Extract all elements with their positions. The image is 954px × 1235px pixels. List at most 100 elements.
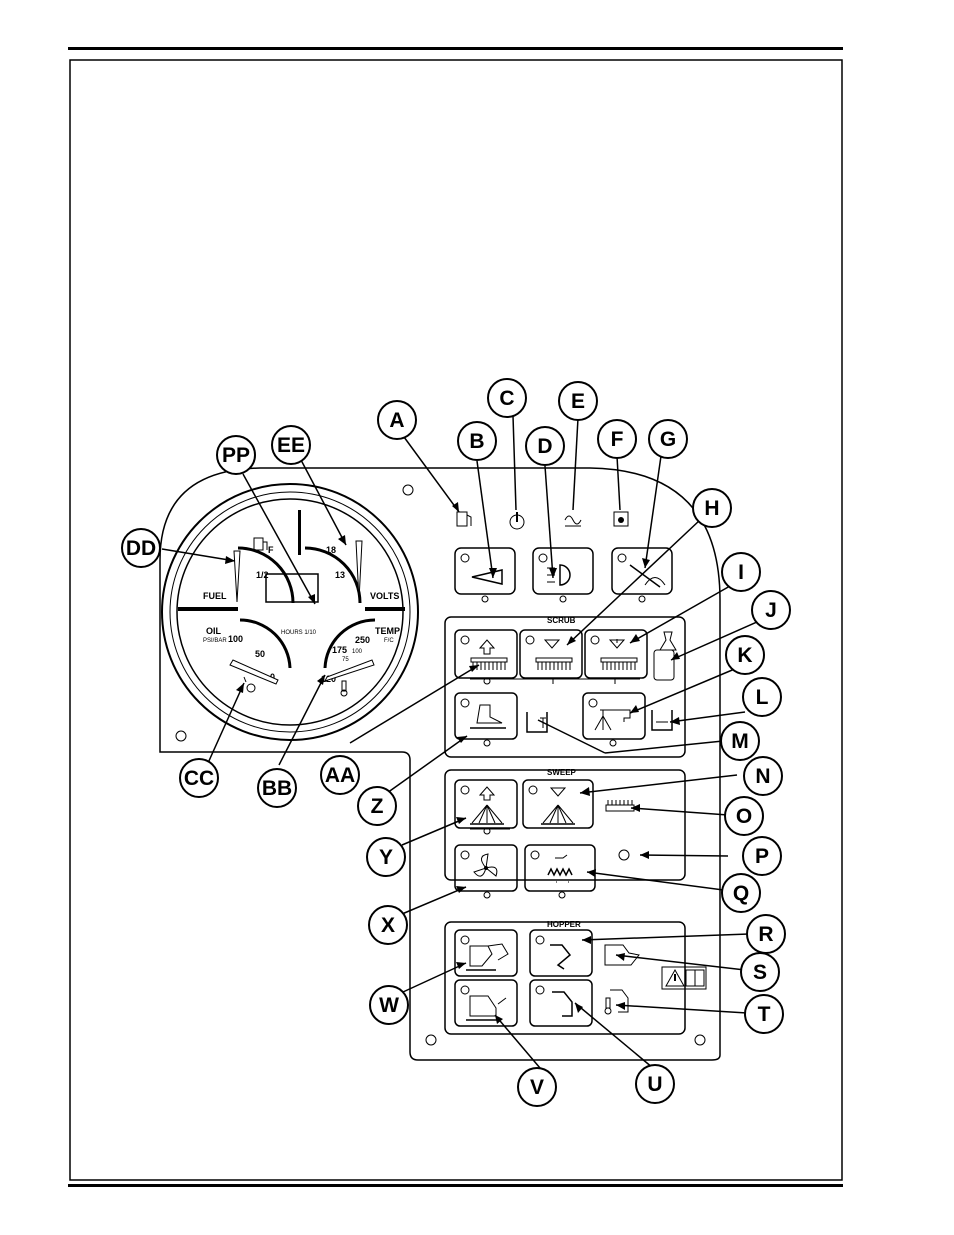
callout-i: I bbox=[722, 553, 760, 591]
callout-label: R bbox=[758, 923, 773, 946]
gauge-cluster: HOURS 1/10 F 1/2 FUEL 18 13 VOLTS OIL PS… bbox=[162, 484, 418, 740]
callout-label: X bbox=[381, 914, 395, 937]
volts-needle bbox=[356, 541, 362, 600]
oil-can-icon bbox=[244, 677, 255, 692]
callout-w: W bbox=[370, 986, 408, 1024]
callout-label: P bbox=[755, 845, 769, 868]
callout-label: B bbox=[469, 430, 484, 453]
temp-175-label: 175 bbox=[332, 645, 347, 655]
wiper-icon bbox=[630, 565, 665, 587]
panel-screw bbox=[176, 731, 186, 741]
filter-icon bbox=[614, 512, 628, 526]
callout-o: O bbox=[725, 797, 763, 835]
panel-screw bbox=[695, 1035, 705, 1045]
callout-label: W bbox=[379, 994, 399, 1017]
hours-label: HOURS 1/10 bbox=[281, 630, 317, 636]
solution-button[interactable] bbox=[583, 693, 645, 746]
oil-50-label: 50 bbox=[255, 649, 265, 659]
main-broom-icon bbox=[470, 787, 504, 824]
callout-label: Q bbox=[733, 882, 749, 905]
callout-c: C bbox=[488, 379, 526, 417]
callout-label: PP bbox=[222, 444, 250, 467]
top-rule bbox=[68, 47, 843, 50]
hopper-lift-icon bbox=[466, 944, 508, 970]
callout-label: J bbox=[765, 599, 777, 622]
callout-label: N bbox=[755, 765, 770, 788]
fuel-pump-icon bbox=[254, 538, 267, 550]
callout-dd: DD bbox=[122, 529, 160, 567]
callout-ee: EE bbox=[272, 426, 310, 464]
callout-label: AA bbox=[325, 764, 355, 787]
callout-label: D bbox=[537, 435, 552, 458]
callout-s: S bbox=[741, 953, 779, 991]
panel-screw bbox=[426, 1035, 436, 1045]
callout-label: S bbox=[753, 961, 767, 984]
brush-raise-button[interactable] bbox=[455, 630, 517, 684]
volts-13-label: 13 bbox=[335, 570, 345, 580]
indicator-light bbox=[619, 850, 629, 860]
fuel-half-label: 1/2 bbox=[256, 570, 269, 580]
callout-label: F bbox=[611, 428, 624, 451]
hopper-door-open-button[interactable] bbox=[530, 930, 592, 976]
callout-y: Y bbox=[367, 838, 405, 876]
callout-label: V bbox=[530, 1076, 544, 1099]
callout-l: L bbox=[743, 678, 781, 716]
callout-k: K bbox=[726, 636, 764, 674]
callout-label: U bbox=[647, 1073, 662, 1096]
temp-250-label: 250 bbox=[355, 635, 370, 645]
temp-unit-label: F/C bbox=[384, 638, 394, 644]
callout-label: K bbox=[737, 644, 752, 667]
callout-label: Z bbox=[371, 795, 384, 818]
glow-plug-icon bbox=[565, 516, 581, 526]
fuel-label: FUEL bbox=[203, 591, 227, 601]
callout-label: C bbox=[499, 387, 514, 410]
callout-label: L bbox=[756, 686, 769, 709]
callout-r: R bbox=[747, 915, 785, 953]
bottom-rule bbox=[68, 1184, 843, 1187]
volts-18-label: 18 bbox=[326, 545, 336, 555]
thermometer-icon bbox=[341, 681, 347, 696]
fuel-full-label: F bbox=[268, 545, 274, 555]
hopper-door-icon bbox=[550, 945, 570, 969]
hopper-door-close-button[interactable] bbox=[530, 980, 592, 1026]
callout-v: V bbox=[518, 1068, 556, 1106]
side-broom-button[interactable] bbox=[523, 780, 593, 828]
vacuum-fan-icon bbox=[474, 854, 497, 876]
callout-b: B bbox=[458, 422, 496, 460]
vacuum-fan-button[interactable] bbox=[455, 845, 517, 898]
panel-outline bbox=[160, 468, 720, 1060]
hopper-lower-button[interactable] bbox=[455, 980, 517, 1026]
brush-pressure-icon bbox=[601, 639, 637, 670]
hopper-lift-button[interactable] bbox=[455, 930, 517, 976]
temp-75-label: 75 bbox=[342, 657, 349, 663]
callout-g: G bbox=[649, 420, 687, 458]
brush-lower-button[interactable] bbox=[520, 630, 582, 678]
callout-x: X bbox=[369, 906, 407, 944]
headlight-button[interactable] bbox=[533, 548, 593, 602]
callout-h: H bbox=[693, 489, 731, 527]
oil-unit-label: PSI/BAR bbox=[203, 638, 227, 644]
callout-label: I bbox=[738, 561, 744, 584]
callout-q: Q bbox=[722, 874, 760, 912]
callout-label: CC bbox=[184, 767, 214, 790]
fuel-pump-icon bbox=[457, 512, 471, 526]
squeegee-icon bbox=[470, 705, 506, 728]
oil-100-label: 100 bbox=[228, 634, 243, 644]
hopper-temp-icon bbox=[605, 990, 628, 1014]
callout-cc: CC bbox=[180, 759, 218, 797]
recovery-tank-icon bbox=[527, 712, 547, 732]
callout-j: J bbox=[752, 591, 790, 629]
shaker-button[interactable] bbox=[525, 845, 595, 898]
sweep-section: SWEEP bbox=[445, 768, 685, 898]
horn-button[interactable] bbox=[455, 548, 515, 602]
panel-screw bbox=[403, 485, 413, 495]
callout-label: H bbox=[704, 497, 719, 520]
callout-label: E bbox=[571, 390, 585, 413]
callout-u: U bbox=[636, 1065, 674, 1103]
callout-p: P bbox=[743, 837, 781, 875]
hopper-lower-icon bbox=[466, 996, 506, 1020]
side-broom-icon bbox=[541, 788, 575, 824]
tank-full-icon bbox=[652, 710, 672, 730]
main-broom-button[interactable] bbox=[455, 780, 517, 834]
